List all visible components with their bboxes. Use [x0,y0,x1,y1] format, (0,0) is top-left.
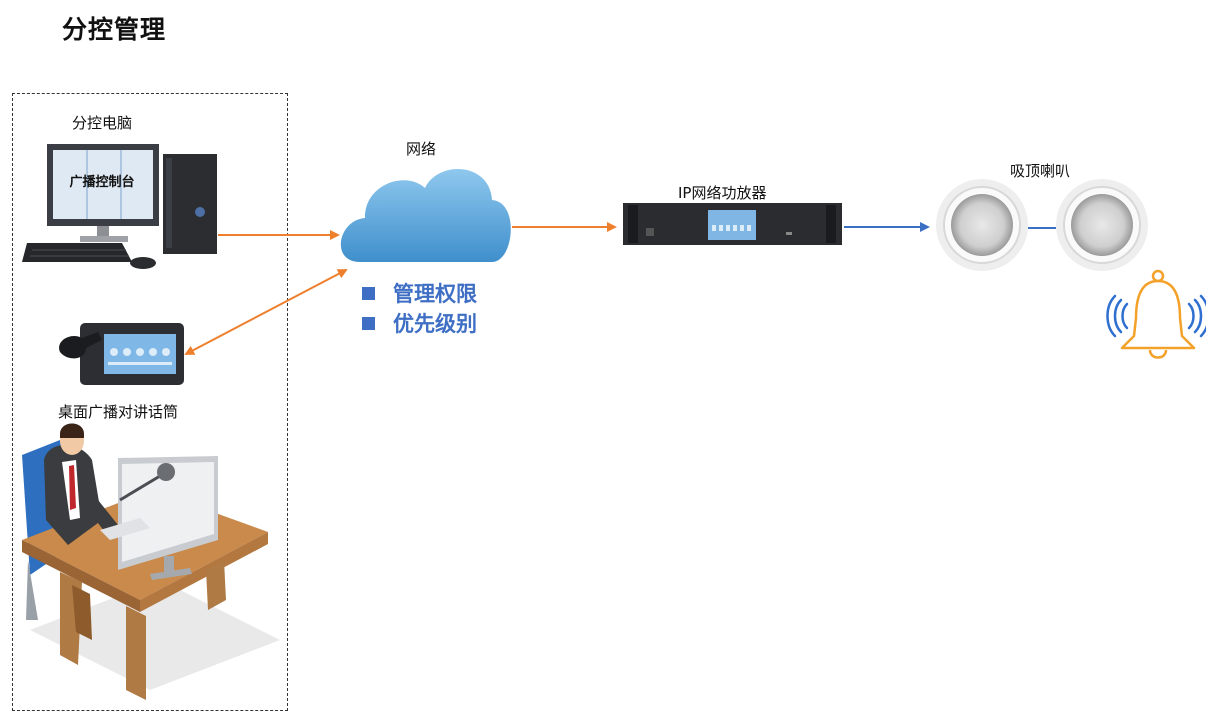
speakers-label: 吸顶喇叭 [1010,162,1071,180]
ip-network-amplifier-icon [623,203,842,245]
feature-text: 优先级别 [393,312,477,336]
feature-item: 管理权限 [362,278,477,308]
network-label: 网络 [406,140,437,158]
page-title: 分控管理 [62,15,167,44]
feature-list: 管理权限 优先级别 [362,278,477,338]
branch-pc-label: 分控电脑 [72,114,133,132]
desktop-intercom-icon [59,323,184,385]
feature-item: 优先级别 [362,308,477,338]
operator-at-desk-illustration [22,423,280,700]
branch-control-group [12,93,288,711]
square-bullet-icon [362,286,375,300]
pc-screen-text: 广播控制台 [69,174,134,190]
sound-waves-icon [1106,294,1206,338]
amplifier-label: IP网络功放器 [678,184,767,202]
feature-text: 管理权限 [393,282,477,306]
ceiling-speaker-icon [1056,179,1148,271]
desktop-mic-label: 桌面广播对讲话筒 [58,403,179,421]
desktop-computer-icon: 广播控制台 [22,144,217,269]
bell-alarm-icon [1120,269,1196,359]
network-cloud-icon [340,168,511,262]
ceiling-speaker-icon [936,179,1028,271]
square-bullet-icon [362,316,375,330]
mic-network-bidirectional-arrow [184,269,348,355]
